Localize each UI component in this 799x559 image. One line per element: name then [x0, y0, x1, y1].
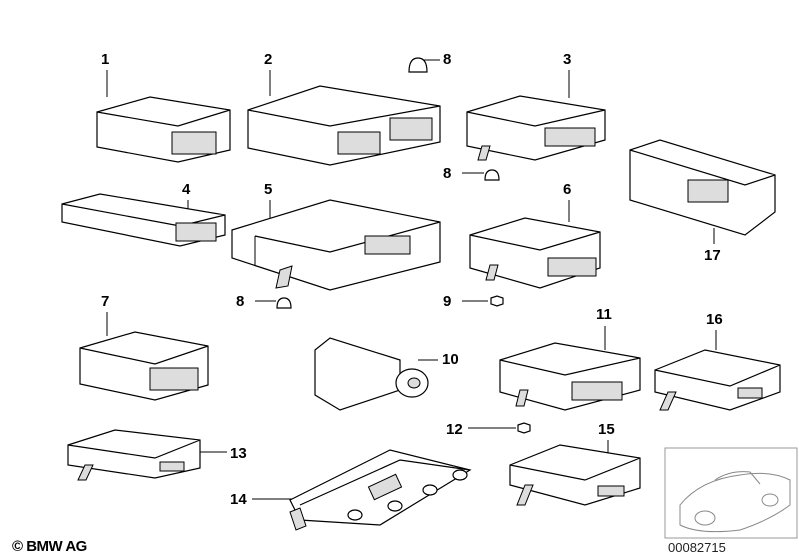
part-15-module[interactable]: 15 [509, 421, 641, 506]
part-9-nut[interactable]: 9 [443, 293, 504, 310]
label-9: 9 [443, 293, 451, 310]
diagram-number: 00082715 [668, 540, 726, 555]
vehicle-thumbnail [664, 447, 798, 539]
label-4: 4 [182, 181, 191, 198]
part-16-module[interactable]: 16 [654, 311, 781, 411]
label-12: 12 [446, 421, 463, 438]
part-13-module[interactable]: 13 [67, 429, 247, 481]
label-6: 6 [563, 181, 571, 198]
label-7: 7 [101, 293, 109, 310]
label-10: 10 [442, 351, 459, 368]
part-4-control-unit[interactable]: 4 [61, 181, 226, 247]
part-8-nut-mid[interactable]: 8 [443, 165, 500, 182]
part-1-control-unit[interactable]: 1 [96, 51, 231, 163]
label-16: 16 [706, 311, 723, 328]
label-8-c: 8 [236, 293, 244, 310]
part-10-sensor[interactable]: 10 [314, 337, 459, 411]
part-7-control-unit[interactable]: 7 [79, 293, 209, 401]
part-2-control-unit[interactable]: 2 [247, 51, 441, 166]
label-13: 13 [230, 445, 247, 462]
part-3-control-unit[interactable]: 3 [466, 51, 606, 161]
part-17-module[interactable]: 17 [629, 139, 776, 264]
label-15: 15 [598, 421, 615, 438]
label-8-b: 8 [443, 165, 451, 182]
label-17: 17 [704, 247, 721, 264]
label-8-a: 8 [443, 51, 451, 68]
part-11-control-unit[interactable]: 11 [499, 306, 641, 411]
label-2: 2 [264, 51, 272, 68]
part-6-control-unit[interactable]: 6 [469, 181, 601, 289]
part-14-connector-set[interactable]: 14 [230, 449, 472, 531]
label-14: 14 [230, 491, 247, 508]
part-8-nut-lower[interactable]: 8 [236, 293, 292, 310]
label-11: 11 [596, 306, 612, 323]
label-1: 1 [101, 51, 109, 68]
part-8-nut-top[interactable]: 8 [408, 51, 451, 73]
label-3: 3 [563, 51, 571, 68]
part-12-nut[interactable]: 12 [446, 421, 531, 438]
part-5-control-unit[interactable]: 5 [231, 181, 441, 291]
label-5: 5 [264, 181, 272, 198]
copyright-text: © BMW AG [12, 538, 87, 555]
